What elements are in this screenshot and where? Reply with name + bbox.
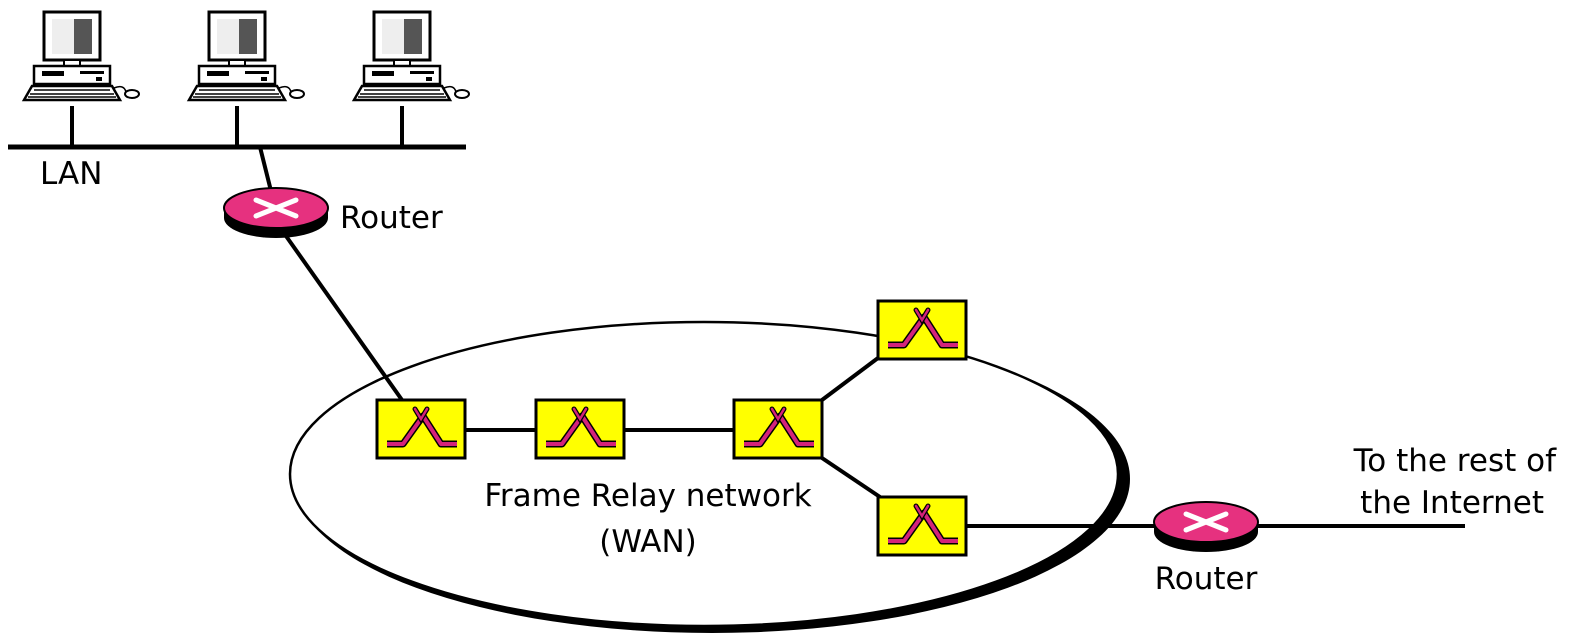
internet-label-line1: To the rest of xyxy=(1353,443,1557,479)
network-label-line1: Frame Relay network xyxy=(484,478,811,514)
link-switch3-switch4 xyxy=(820,356,880,402)
lan-label: LAN xyxy=(40,156,102,192)
wan-ellipse xyxy=(288,320,1120,628)
frame-relay-switch-icon xyxy=(377,400,465,458)
router-icon xyxy=(1154,502,1258,552)
link-switch3-switch5 xyxy=(820,456,882,499)
router-label-top: Router xyxy=(340,200,443,236)
desktop-computer-icon xyxy=(352,10,471,102)
router-icon xyxy=(224,188,328,238)
router-label-bottom: Router xyxy=(1155,561,1258,597)
network-label-line2: (WAN) xyxy=(599,524,697,560)
desktop-computer-icon xyxy=(22,10,141,102)
link-lan-router xyxy=(258,146,274,196)
internet-label-line2: the Internet xyxy=(1360,485,1544,521)
frame-relay-switch-icon xyxy=(878,497,966,555)
frame-relay-switch-icon xyxy=(734,400,822,458)
desktop-computer-icon xyxy=(187,10,306,102)
frame-relay-switch-icon xyxy=(536,400,624,458)
frame-relay-switch-icon xyxy=(878,301,966,359)
link-router-switch1 xyxy=(284,234,404,402)
